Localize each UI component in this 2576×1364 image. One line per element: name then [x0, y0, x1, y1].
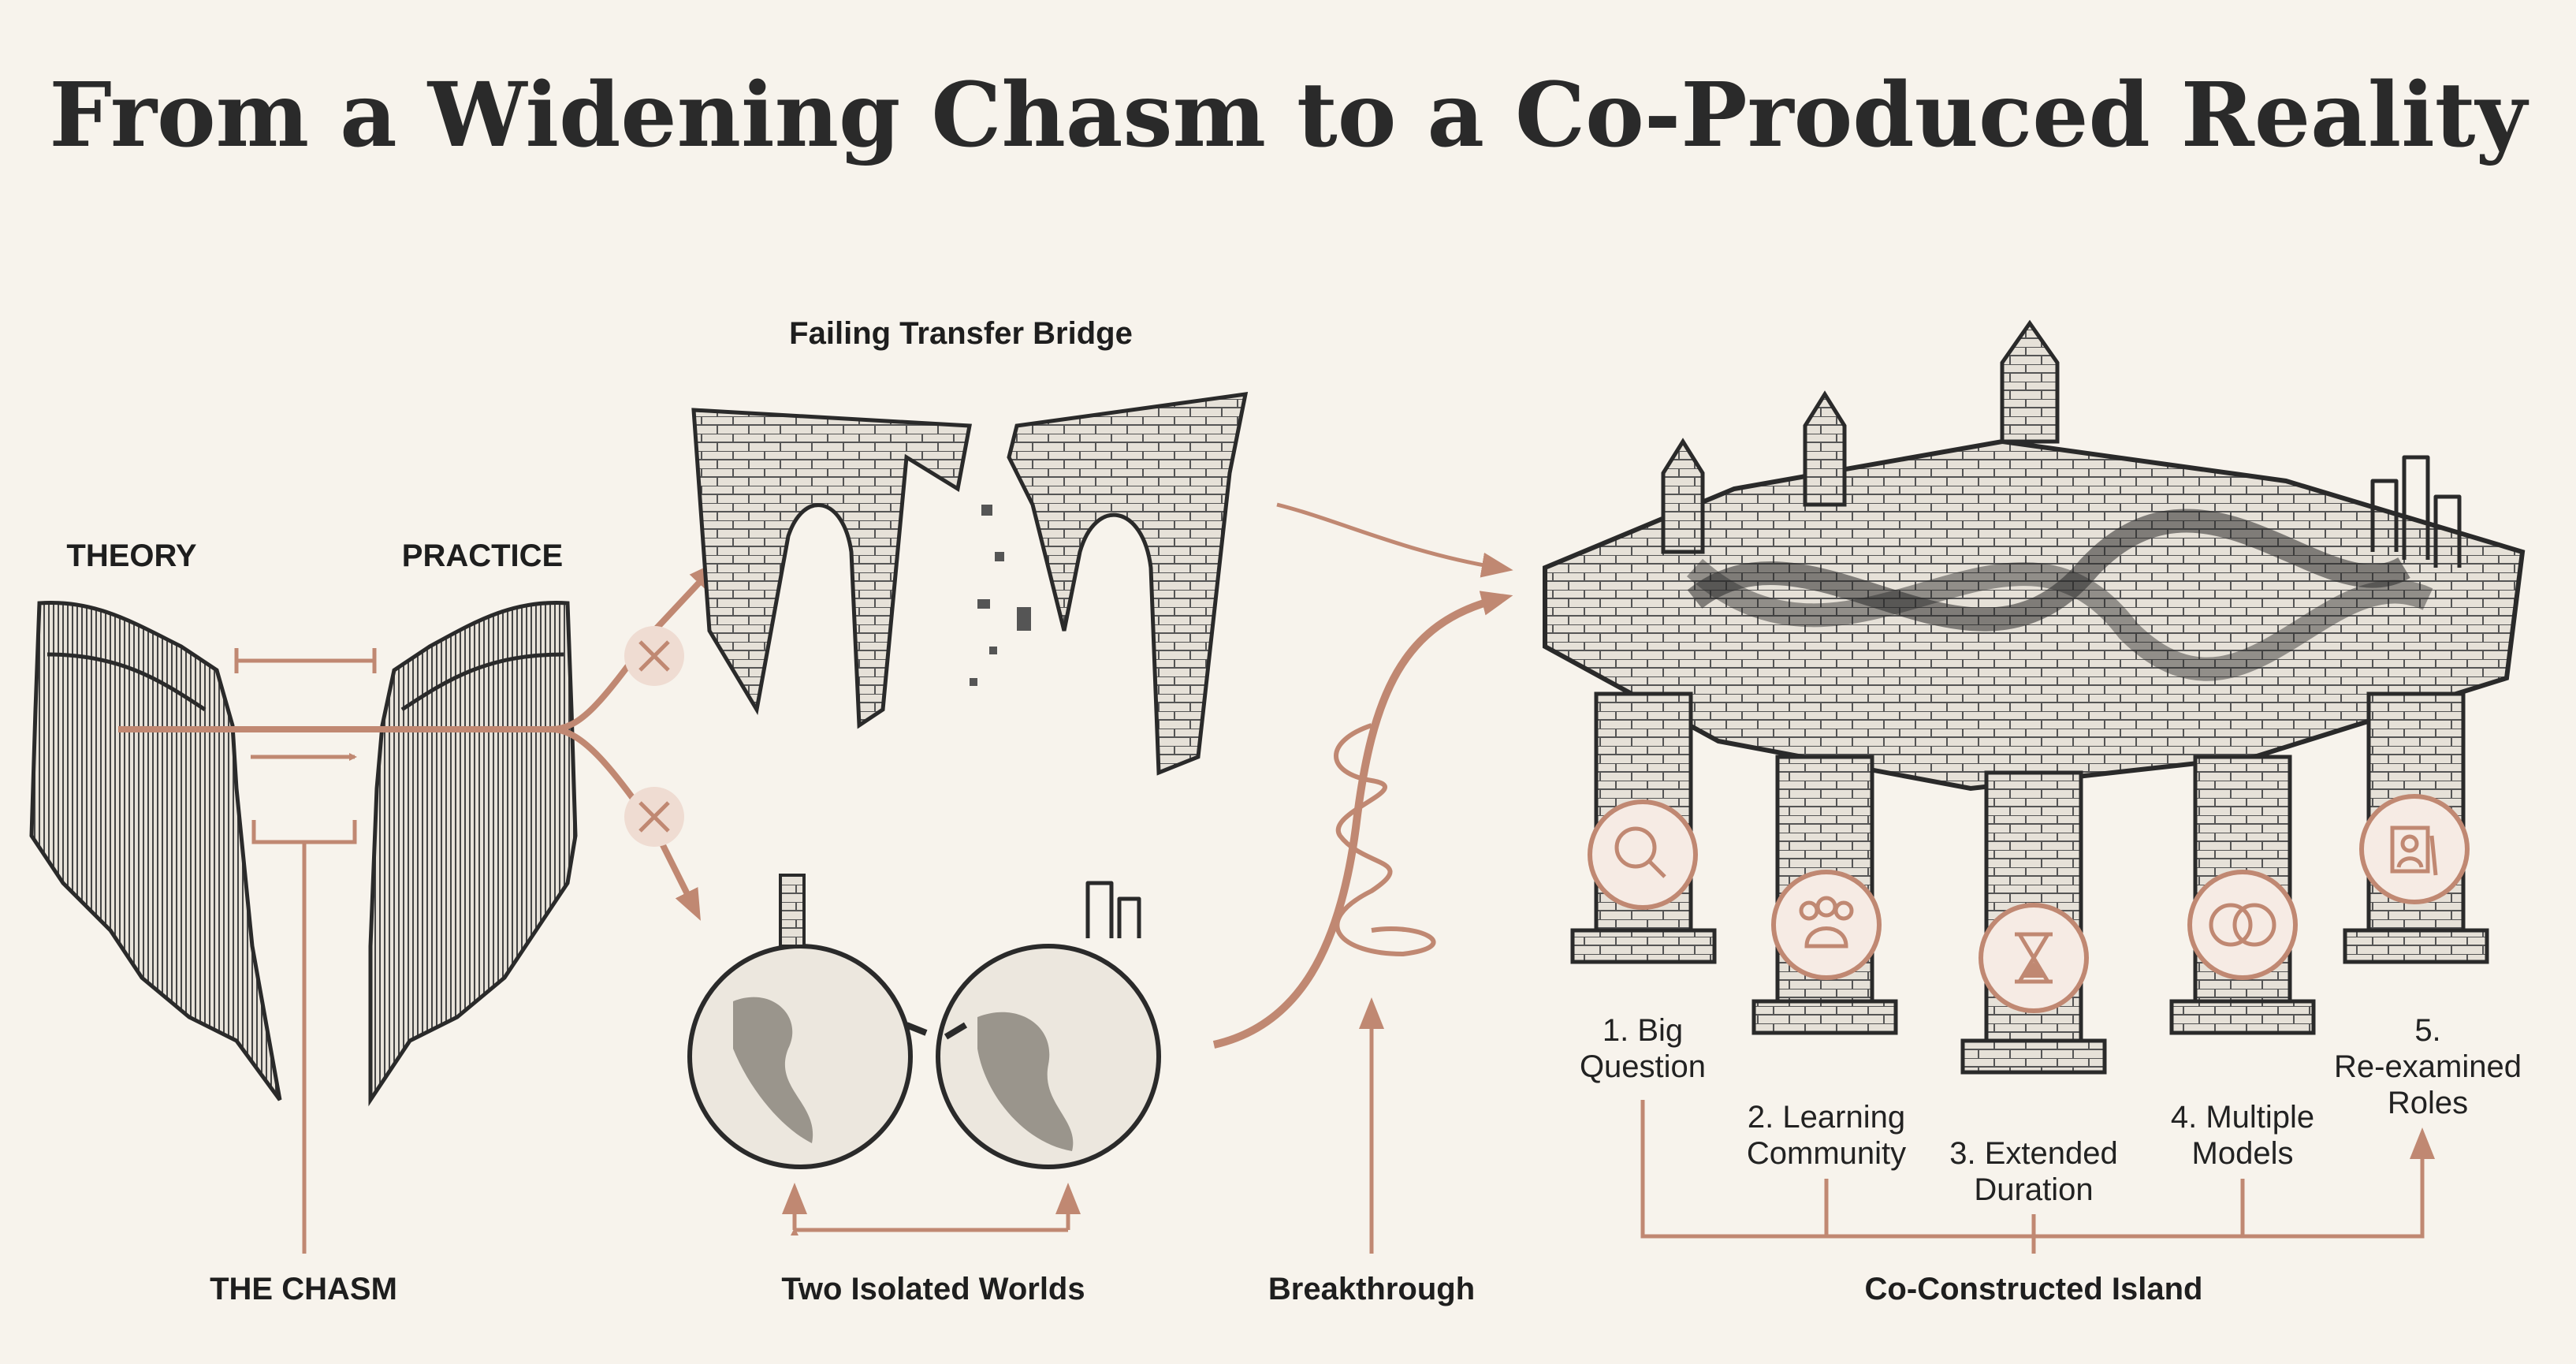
island-caption: Co-Constructed Island — [1865, 1272, 2203, 1306]
overlapping-circles-icon — [2187, 870, 2298, 980]
svg-text:Models: Models — [2192, 1136, 2294, 1171]
city-skyline-icon — [1085, 881, 1141, 938]
breakthrough-caption: Breakthrough — [1268, 1272, 1475, 1306]
practice-label: PRACTICE — [402, 539, 563, 573]
pillar-label-5: 5. Re-examined Roles — [2334, 1013, 2522, 1120]
pillar-label-1: 1. Big Question — [1580, 1013, 1706, 1084]
bridge-label: Failing Transfer Bridge — [789, 316, 1133, 351]
failing-bridge-illustration: Failing Transfer Bridge — [691, 316, 1249, 776]
pillar-label-4: 4. Multiple Models — [2171, 1100, 2314, 1171]
pillar-label-3: 3. Extended Duration — [1949, 1136, 2118, 1207]
pillar-label-2: 2. Learning Community — [1747, 1100, 1906, 1171]
chasm-caption: THE CHASM — [210, 1272, 397, 1306]
practice-cliff — [368, 600, 578, 1107]
hourglass-icon — [1979, 903, 2089, 1013]
breakthrough-illustration: Breakthrough — [1212, 502, 1513, 1306]
tower-icon — [779, 874, 806, 948]
chasm-illustration: THEORY PRACTICE THE CHASM — [29, 539, 720, 1306]
isolated-worlds-illustration: Two Isolated Worlds — [687, 874, 1161, 1306]
dome-tower — [2000, 319, 2060, 444]
svg-text:5.: 5. — [2414, 1013, 2440, 1048]
svg-text:Duration: Duration — [1974, 1172, 2093, 1207]
worlds-caption: Two Isolated Worlds — [781, 1272, 1085, 1306]
x-icon — [624, 626, 684, 686]
page-title: From a Widening Chasm to a Co-Produced R… — [49, 64, 2529, 167]
person-portrait-icon — [2359, 794, 2470, 904]
theory-cliff — [29, 600, 282, 1101]
theory-label: THEORY — [66, 539, 197, 573]
svg-text:Roles: Roles — [2388, 1086, 2468, 1120]
svg-text:1. Big: 1. Big — [1603, 1013, 1683, 1048]
magnifier-icon — [1588, 799, 1698, 910]
breakthrough-arrow — [1212, 591, 1513, 1049]
svg-text:Question: Question — [1580, 1049, 1706, 1084]
svg-text:Community: Community — [1747, 1136, 1906, 1171]
co-constructed-island-illustration — [1543, 319, 2526, 1075]
spiral-icon — [1334, 723, 1436, 957]
chasm-caption-bracket — [251, 820, 357, 1254]
broken-chain-icon — [905, 1022, 968, 1040]
svg-text:Re-examined: Re-examined — [2334, 1049, 2522, 1084]
svg-text:2. Learning: 2. Learning — [1748, 1100, 1905, 1135]
x-icon — [624, 787, 684, 847]
broken-bridge-right — [1007, 392, 1249, 776]
svg-text:3. Extended: 3. Extended — [1949, 1136, 2118, 1171]
broken-bridge-left — [691, 408, 972, 729]
svg-text:4. Multiple: 4. Multiple — [2171, 1100, 2314, 1135]
pillars-bracket — [1640, 1100, 2425, 1254]
people-icon — [1771, 870, 1882, 980]
